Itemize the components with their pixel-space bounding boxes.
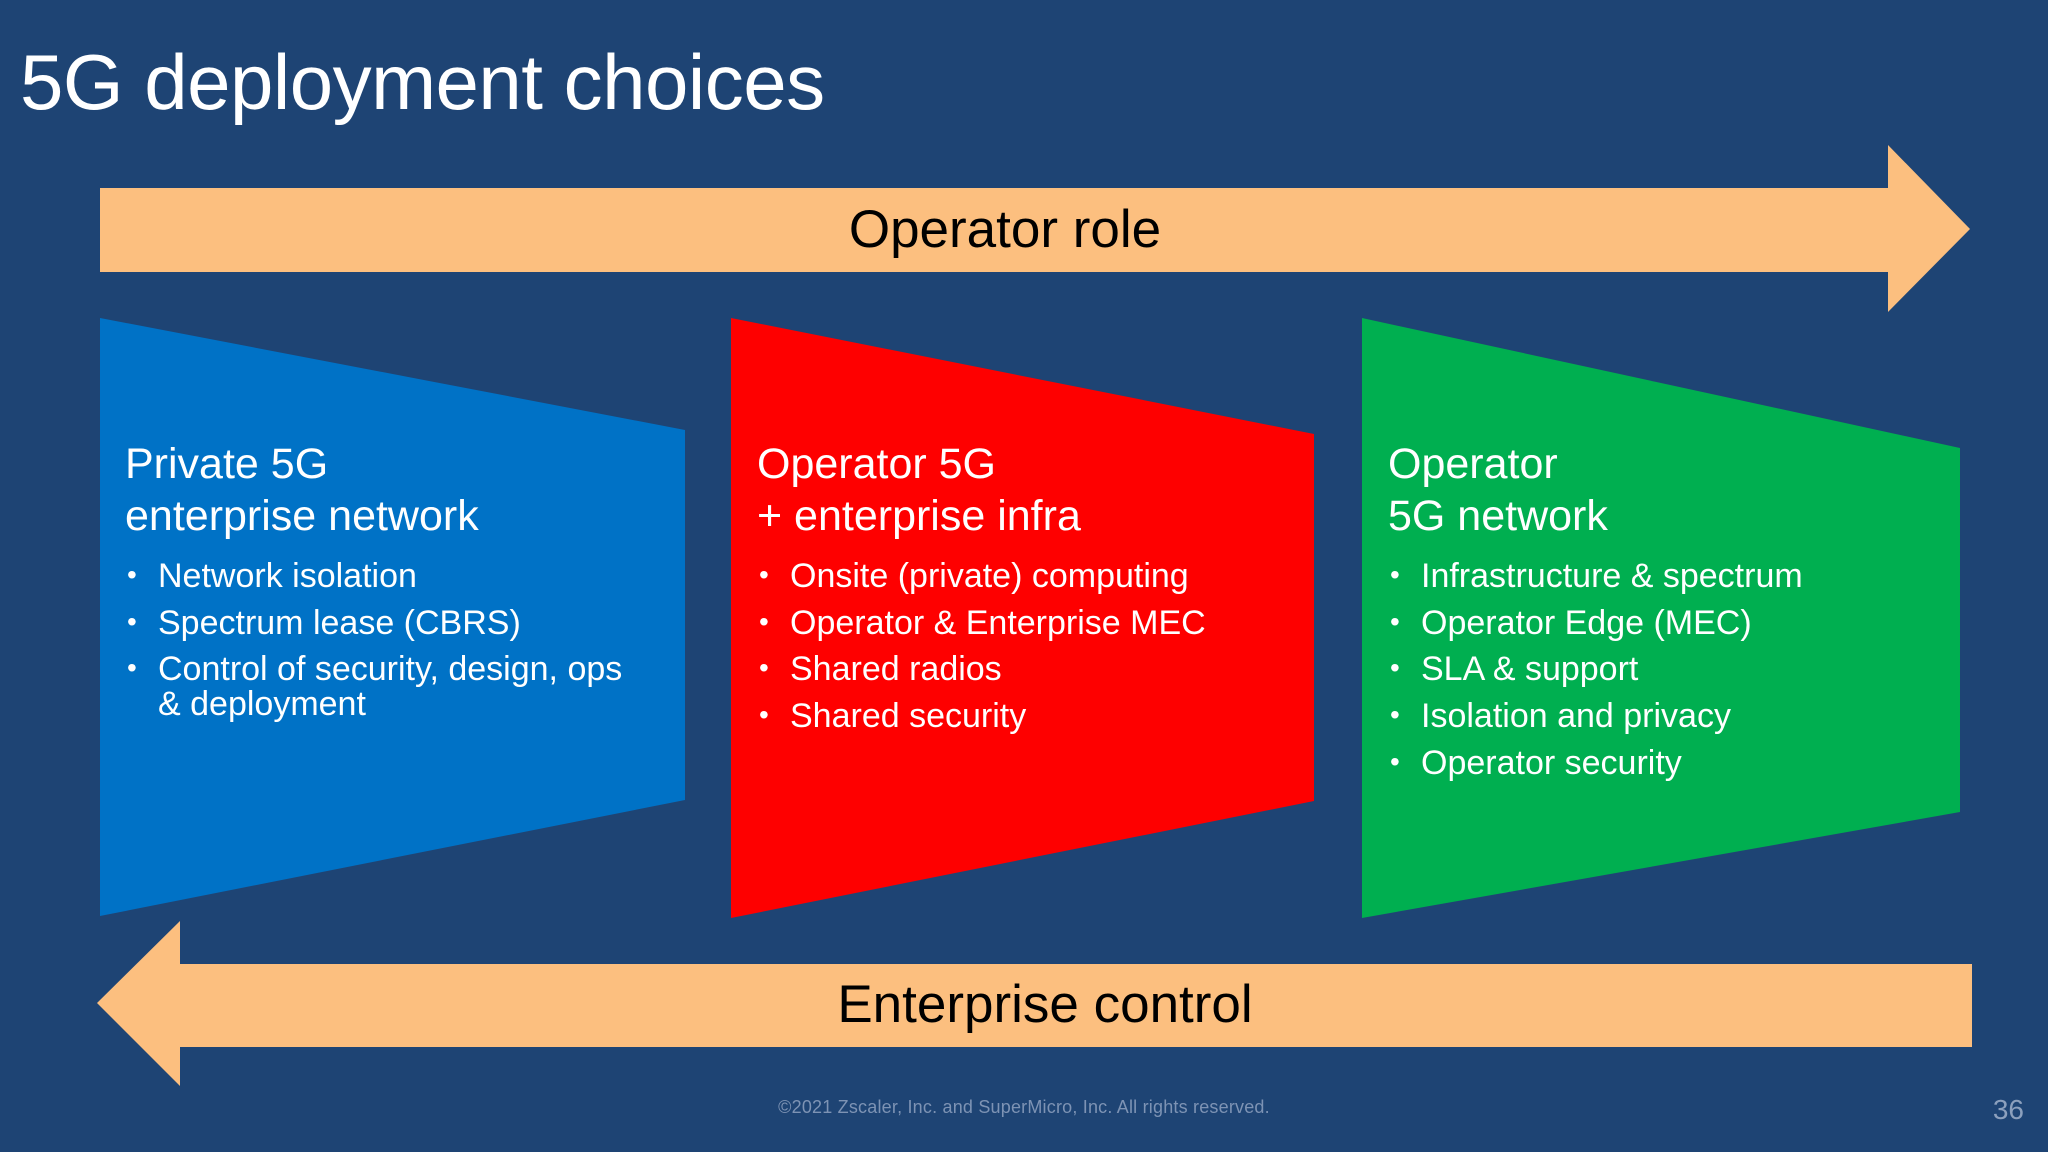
list-item: Shared security	[757, 699, 1297, 734]
list-item: Operator Edge (MEC)	[1388, 605, 1948, 641]
panel-red-heading: Operator 5G + enterprise infra	[757, 440, 1081, 541]
list-item: Isolation and privacy	[1388, 699, 1948, 734]
panel-blue-heading: Private 5G enterprise network	[125, 440, 479, 541]
panel-red: Operator 5G + enterprise infra Onsite (p…	[757, 438, 1297, 746]
list-item: Shared radios	[757, 652, 1297, 687]
panel-blue: Private 5G enterprise network Network is…	[125, 438, 665, 734]
list-item: Spectrum lease (CBRS)	[125, 605, 665, 641]
list-item: Network isolation	[125, 559, 665, 594]
panel-green: Operator 5G network Infrastructure & spe…	[1388, 438, 1948, 792]
list-item: SLA & support	[1388, 652, 1948, 687]
panel-red-bullets: Onsite (private) computing Operator & En…	[757, 559, 1297, 734]
panel-blue-bullets: Network isolation Spectrum lease (CBRS) …	[125, 559, 665, 722]
list-item: Operator security	[1388, 745, 1948, 781]
list-item: Control of security, design, ops & deplo…	[125, 652, 665, 722]
enterprise-control-label: Enterprise control	[837, 975, 1253, 1034]
page-number: 36	[1992, 1094, 2024, 1125]
footer-copyright: ©2021 Zscaler, Inc. and SuperMicro, Inc.…	[778, 1097, 1270, 1117]
page-title: 5G deployment choices	[20, 38, 825, 126]
panel-green-bullets: Infrastructure & spectrum Operator Edge …	[1388, 559, 1948, 780]
list-item: Operator & Enterprise MEC	[757, 605, 1297, 641]
list-item: Onsite (private) computing	[757, 559, 1297, 594]
operator-role-label: Operator role	[848, 200, 1162, 259]
list-item: Infrastructure & spectrum	[1388, 559, 1948, 594]
panel-green-heading: Operator 5G network	[1388, 440, 1608, 541]
